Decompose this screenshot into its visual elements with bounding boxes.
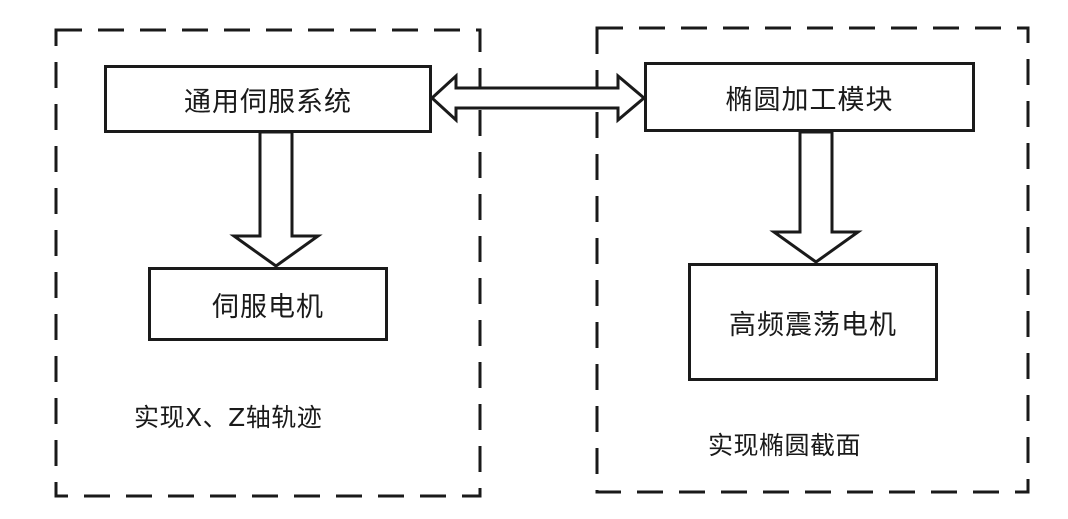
left-group-boundary [54,28,482,498]
ellipse-processing-module-block: 椭圆加工模块 [644,62,975,132]
general-servo-system-block: 通用伺服系统 [104,65,432,133]
right-group-caption: 实现椭圆截面 [708,431,862,460]
high-frequency-vibration-motor-block: 高频震荡电机 [688,263,938,381]
left-group-caption: 实现X、Z轴轨迹 [134,403,323,432]
down-arrow-left [229,130,323,268]
ellipse-processing-module-label: 椭圆加工模块 [725,84,894,116]
high-frequency-vibration-motor-label: 高频震荡电机 [729,309,897,341]
right-group-boundary [595,26,1030,494]
down-arrow-right [769,130,863,264]
bidirectional-arrow [429,72,647,124]
general-servo-system-label: 通用伺服系统 [184,86,352,118]
servo-motor-block: 伺服电机 [148,267,388,341]
servo-motor-label: 伺服电机 [212,291,324,323]
